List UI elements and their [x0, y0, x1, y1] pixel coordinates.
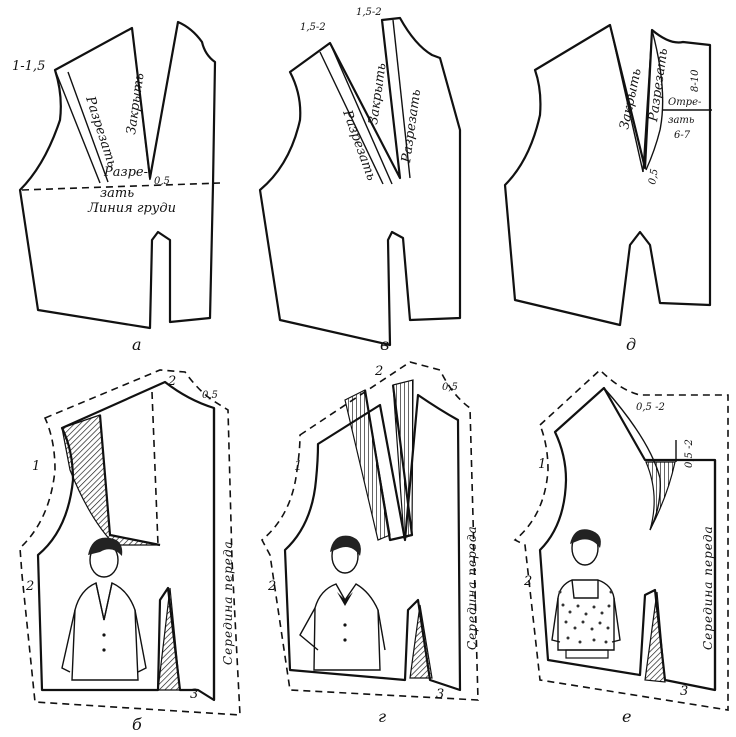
panel-e-num-1: 1	[538, 457, 546, 472]
panel-v-left-offset: 1,5-2	[300, 22, 326, 33]
panel-a-dart-left	[54, 69, 101, 184]
panel-v-close-label: Закрыть	[366, 62, 389, 125]
panel-e-seam-allowance	[513, 368, 729, 711]
panel-e-center-label: Середина переда	[701, 525, 715, 650]
panel-a-caption: а	[132, 335, 142, 354]
panel-g-dart-lines	[363, 384, 414, 542]
panel-d-measure-top: 8-10	[690, 69, 701, 92]
panel-d-cut2-line1: Отре-	[668, 97, 702, 108]
panel-g-half-label: 0,5	[442, 382, 458, 393]
panel-g: 1 2 2 3 0,5 Середина переда г	[260, 361, 479, 726]
panel-b-num-2b: 2	[25, 579, 34, 594]
panel-a-dart-fold	[67, 71, 109, 183]
panel-v: 1,5-2 1,5-2 Разрезать Закрыть Разрезать …	[258, 7, 462, 354]
panel-e-caption: е	[622, 707, 631, 726]
panel-b-caption: б	[132, 715, 142, 734]
panel-a-cut2-line1: Разре-	[103, 165, 148, 180]
panel-e-range-top: 0,5 -2	[636, 402, 665, 413]
panel-b-half-label: 0,5	[202, 390, 218, 401]
panel-g-seam-allowance	[260, 361, 479, 701]
panel-g-num-1: 1	[294, 459, 302, 474]
panel-a-dart-right	[131, 27, 151, 181]
panel-e-num-2: 2	[523, 574, 532, 589]
panel-g-woman-illustration	[299, 535, 386, 671]
panel-b-seam-allowance	[19, 369, 241, 716]
panel-v-bodice-outline	[258, 16, 462, 347]
panel-d-caption: д	[626, 335, 636, 354]
panel-g-waist-dart	[409, 604, 433, 679]
panel-b-num-2a: 2	[167, 374, 176, 389]
panel-v-right-offset: 1,5-2	[356, 7, 382, 18]
panel-e: 1 2 3 0,5 -2 0,5 -2 Середина переда е	[513, 368, 729, 726]
panel-b-dart-shading	[61, 414, 161, 546]
panel-b: 1 2 2 3 0,5 Середина переда б	[19, 369, 241, 734]
panel-e-neck-curve	[603, 387, 661, 531]
panel-d-cut2-line2: зать	[668, 115, 694, 126]
panel-e-num-3: 3	[680, 684, 688, 699]
panel-a: 1-1,5 Разрезать Закрыть Разре- зать 0,5 …	[12, 20, 221, 354]
panel-d-half-label: 0,5	[647, 168, 661, 186]
panel-e-range-side: 0,5 -2	[684, 439, 695, 468]
panel-g-num-3: 3	[436, 687, 444, 702]
panel-g-caption: г	[378, 707, 386, 726]
panel-d-dart-left	[609, 24, 644, 173]
panel-g-center-label: Середина переда	[465, 525, 479, 650]
panel-g-num-2b: 2	[267, 579, 276, 594]
panel-g-dart-shading-left	[344, 389, 391, 541]
panel-e-bodice-outline	[538, 386, 717, 692]
panel-b-waist-dart	[157, 587, 181, 691]
panel-v-caption: в	[380, 335, 389, 354]
panel-b-woman-illustration	[61, 537, 147, 681]
panel-b-dart-lines	[98, 414, 161, 547]
panel-v-dart-right	[392, 19, 411, 179]
panel-d-measure-bottom: 6-7	[674, 130, 691, 141]
panel-a-cut-label: Разрезать	[82, 94, 119, 170]
panel-e-woman-illustration	[551, 529, 621, 659]
panel-b-num-1: 1	[32, 459, 40, 474]
panel-b-num-3: 3	[190, 687, 198, 702]
panel-g-bodice-outline	[283, 393, 462, 692]
panel-v-dart-left	[329, 42, 393, 185]
panel-d-neck-curve	[645, 29, 664, 171]
panel-b-fold-line	[151, 391, 159, 546]
panel-d-dart-right	[642, 29, 653, 173]
panel-d: Закрыть Разрезать 8-10 Отре- зать 6-7 0,…	[503, 23, 712, 354]
panel-v-cut2-label: Разрезать	[399, 88, 424, 164]
panel-d-bodice-outline	[503, 23, 712, 327]
panel-v-dart-fold	[319, 51, 384, 185]
panel-a-cut2-line2: зать	[100, 186, 134, 201]
panel-a-bust-line	[21, 182, 221, 191]
panel-g-num-2a: 2	[374, 364, 383, 379]
panel-a-bust-label: Линия груди	[87, 201, 176, 216]
panel-a-half-label: 0,5	[154, 176, 170, 187]
panel-a-bodice-outline	[18, 20, 217, 330]
panel-e-waist-dart	[644, 591, 666, 683]
panel-b-center-label: Середина переда	[221, 540, 235, 665]
panel-a-offset-label: 1-1,5	[12, 59, 45, 74]
panel-e-dart-shading	[645, 461, 676, 531]
